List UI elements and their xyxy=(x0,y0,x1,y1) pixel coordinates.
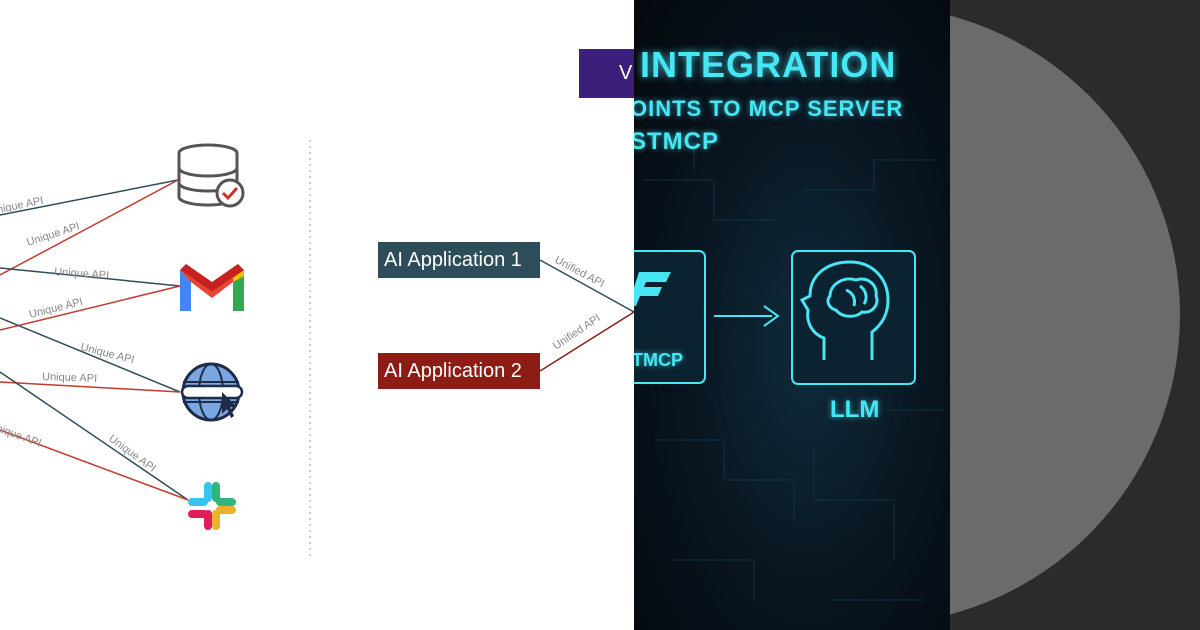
arrow-head xyxy=(763,305,780,327)
connection-line xyxy=(0,179,179,216)
neon-title: INTEGRATION xyxy=(640,44,897,85)
connection-label: Unique API xyxy=(28,296,84,321)
connection-label: Unique API xyxy=(106,433,158,475)
fastmcp-logo-icon xyxy=(634,272,671,306)
connection-label: Unique API xyxy=(54,266,110,282)
neon-subtitle-line2: STMCP xyxy=(634,128,719,155)
diagram-lines: Unique API Unique API Unique API Unique … xyxy=(0,140,634,560)
unified-line xyxy=(539,311,634,372)
connection-line xyxy=(0,285,181,331)
diagram-panel: Unique API Unique API Unique API Unique … xyxy=(0,49,634,560)
slack-icon xyxy=(188,482,236,530)
gmail-icon xyxy=(180,264,244,311)
connection-line xyxy=(0,371,189,501)
neon-panel: INTEGRATION OINTS TO MCP SERVER STMCP TM… xyxy=(634,0,950,630)
connection-line xyxy=(0,429,189,501)
neon-subtitle-line1: OINTS TO MCP SERVER xyxy=(634,96,904,121)
title-bar-partial: V xyxy=(579,49,634,98)
connection-line xyxy=(0,381,181,393)
database-check-icon xyxy=(177,143,245,208)
unified-line xyxy=(539,259,634,313)
fastmcp-box xyxy=(634,250,706,384)
web-browser-icon xyxy=(180,362,244,422)
fastmcp-label: TMCP xyxy=(634,350,683,370)
circuit-background xyxy=(634,140,944,601)
ai-application-2-box: AI Application 2 xyxy=(378,353,540,389)
connection-line xyxy=(0,179,179,276)
ai-application-1-box: AI Application 1 xyxy=(378,242,540,278)
connection-label: Unique API xyxy=(42,371,97,385)
connection-label: Unique API xyxy=(0,420,43,450)
llm-label: LLM xyxy=(830,396,880,423)
gray-circle xyxy=(950,15,1180,615)
connection-line xyxy=(0,267,181,287)
unified-label: Unified API xyxy=(551,312,603,352)
gray-panel xyxy=(950,0,1200,630)
connection-line xyxy=(0,317,181,393)
brain-head-icon xyxy=(799,260,890,360)
connection-label: Unique API xyxy=(25,220,81,248)
connection-label: Unique API xyxy=(0,195,44,218)
